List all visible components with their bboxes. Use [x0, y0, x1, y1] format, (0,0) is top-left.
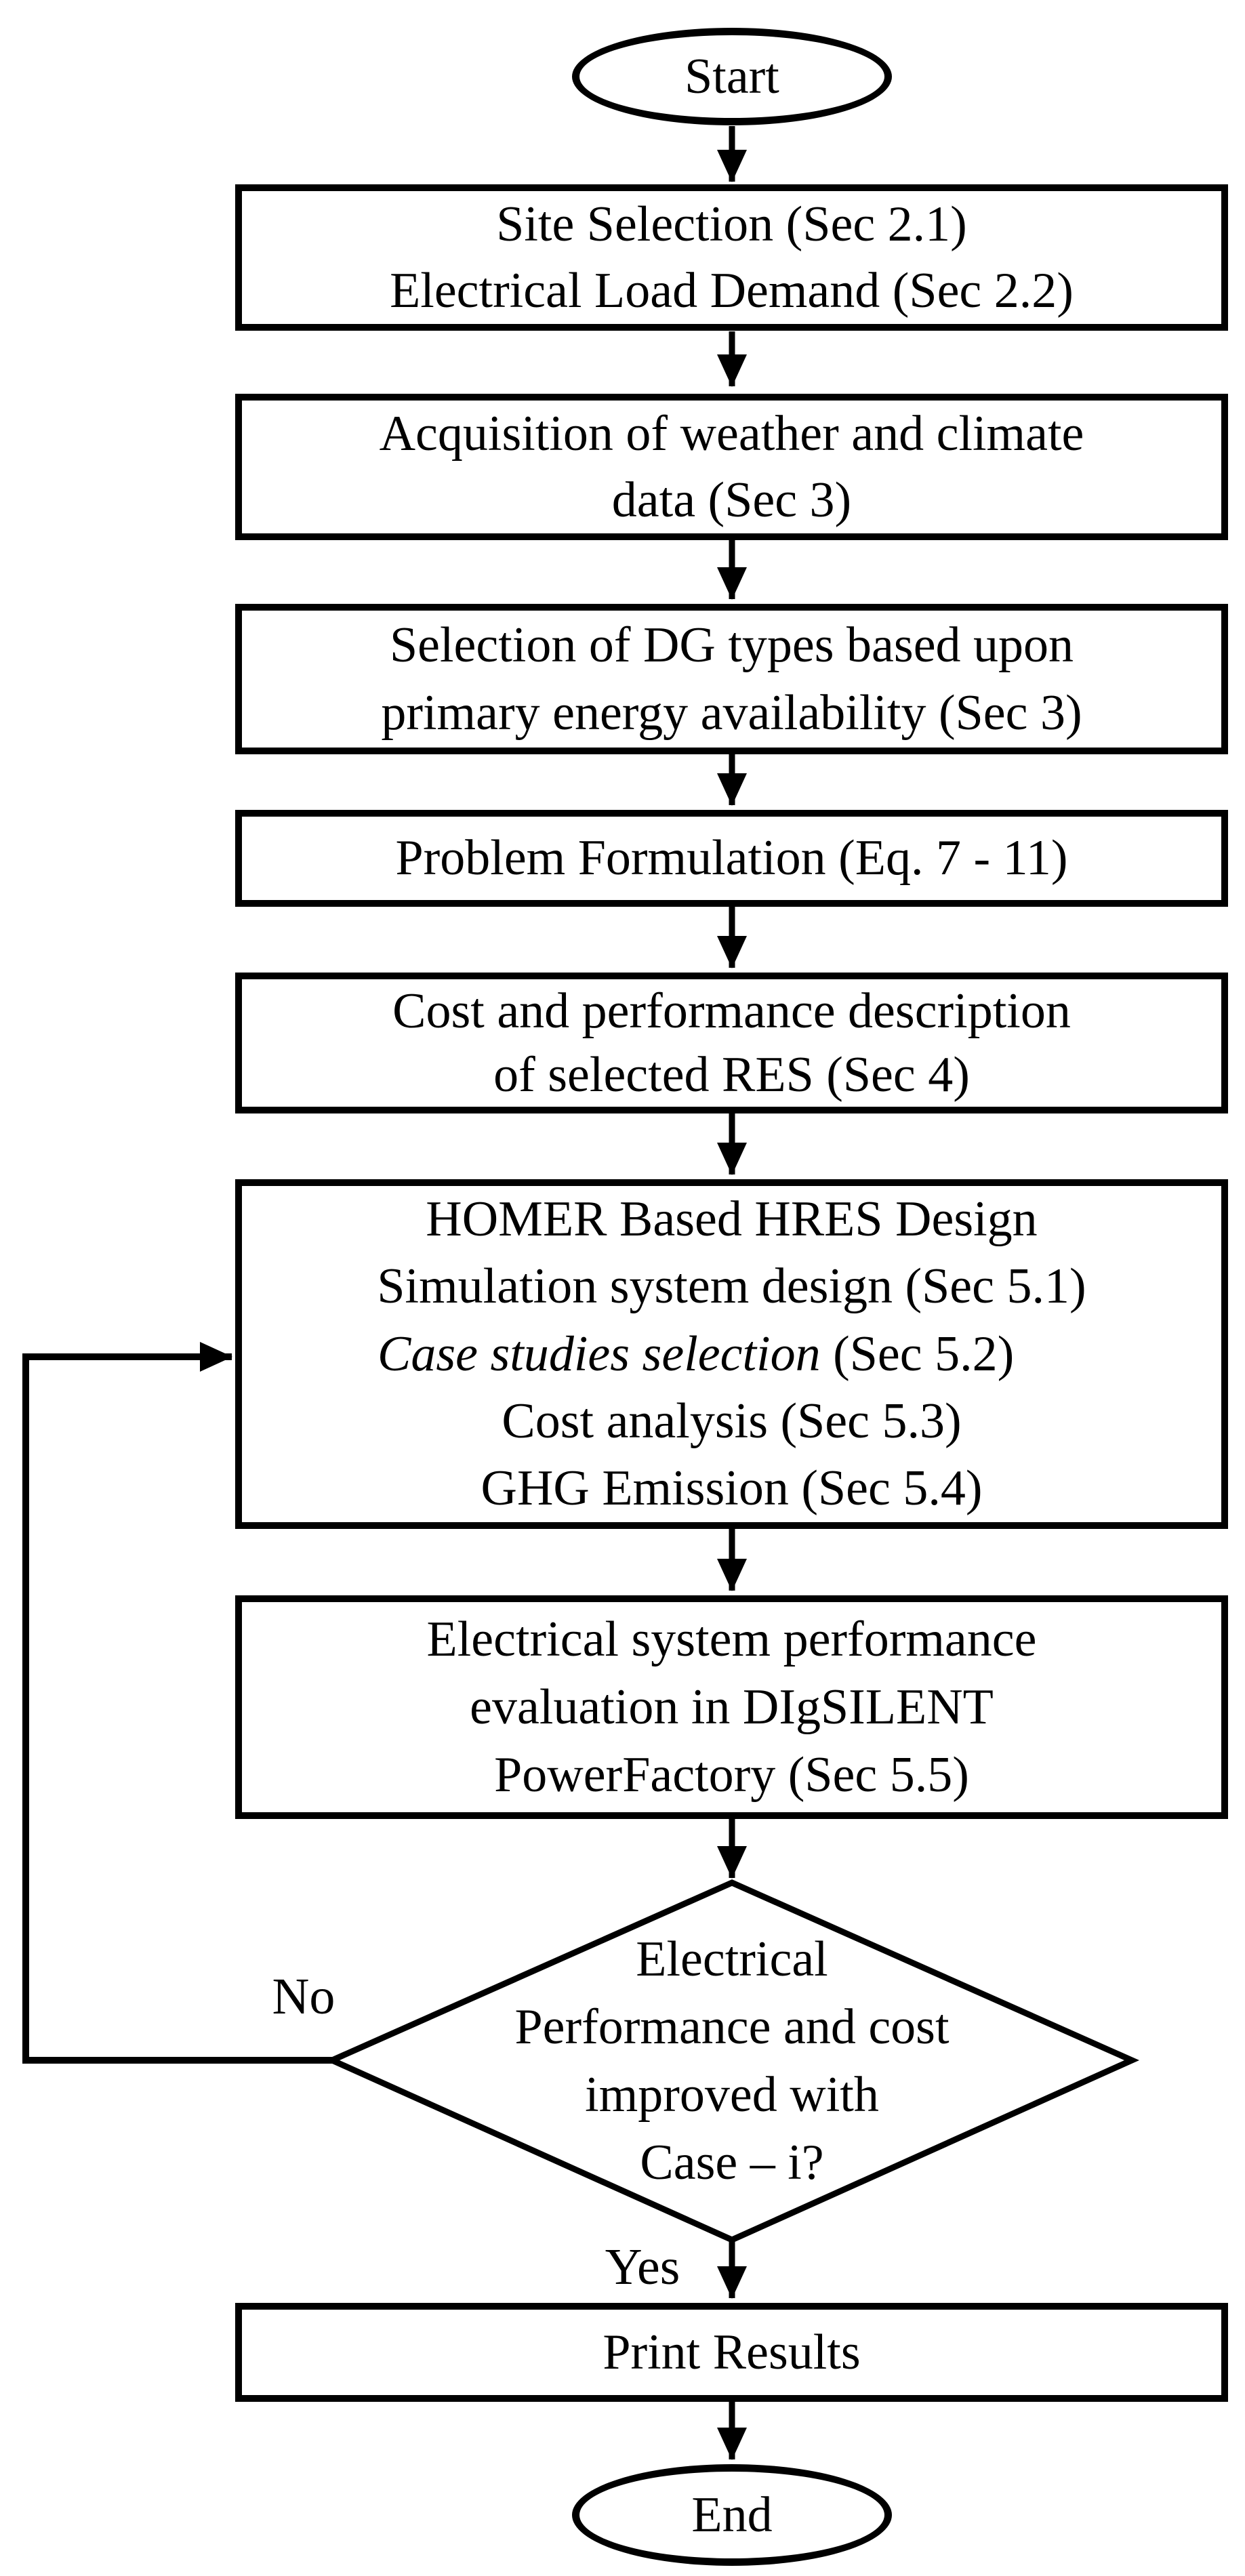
dg-line-1: Selection of DG types based upon	[389, 617, 1074, 673]
end-label: End	[691, 2487, 773, 2543]
site-line-1: Site Selection (Sec 2.1)	[496, 196, 967, 252]
cost-performance-box: Cost and performance description of sele…	[235, 973, 1228, 1113]
homer-design-box: HOMER Based HRES Design Simulation syste…	[235, 1179, 1228, 1529]
weather-line-2: data (Sec 3)	[611, 472, 852, 528]
homer-line-1: HOMER Based HRES Design	[426, 1191, 1038, 1248]
digsilent-line-3: PowerFactory (Sec 5.5)	[494, 1746, 969, 1803]
case-studies-section: (Sec 5.2)	[820, 1326, 1015, 1382]
cost-line-1: Cost and performance description	[392, 983, 1071, 1039]
problem-line-1: Problem Formulation (Eq. 7 - 11)	[395, 830, 1068, 886]
weather-data-box: Acquisition of weather and climate data …	[235, 394, 1228, 540]
decision-text: Electrical Performance and cost improved…	[407, 1925, 1057, 2196]
homer-line-3: Case studies selection (Sec 5.2)	[242, 1320, 1221, 1387]
problem-formulation-box: Problem Formulation (Eq. 7 - 11)	[235, 810, 1228, 907]
decision-line-4: Case – i?	[640, 2134, 824, 2190]
digsilent-line-1: Electrical system performance	[426, 1611, 1037, 1667]
digsilent-evaluation-box: Electrical system performance evaluation…	[235, 1595, 1228, 1819]
homer-line-4: Cost analysis (Sec 5.3)	[502, 1393, 962, 1449]
dg-selection-box: Selection of DG types based upon primary…	[235, 604, 1228, 754]
dg-line-2: primary energy availability (Sec 3)	[381, 684, 1082, 741]
no-edge-label: No	[272, 1967, 335, 2025]
site-line-2: Electrical Load Demand (Sec 2.2)	[390, 262, 1074, 319]
start-terminator: Start	[572, 28, 892, 125]
decision-diamond	[324, 1879, 1140, 2243]
homer-line-2: Simulation system design (Sec 5.1)	[377, 1259, 1086, 1315]
homer-line-5: GHG Emission (Sec 5.4)	[481, 1460, 983, 1516]
end-terminator: End	[572, 2464, 892, 2566]
decision-line-3: improved with	[585, 2066, 879, 2123]
decision-line-2: Performance and cost	[514, 1999, 950, 2055]
weather-line-1: Acquisition of weather and climate	[379, 405, 1084, 462]
no-feedback-line	[22, 1342, 332, 2064]
print-results-box: Print Results	[235, 2303, 1228, 2402]
digsilent-line-2: evaluation in DIgSILENT	[470, 1679, 994, 1735]
case-studies-italic: Case studies selection	[377, 1326, 821, 1382]
cost-line-2: of selected RES (Sec 4)	[493, 1046, 970, 1103]
site-selection-box: Site Selection (Sec 2.1) Electrical Load…	[235, 184, 1228, 331]
start-label: Start	[685, 48, 779, 104]
yes-edge-label: Yes	[605, 2238, 680, 2295]
decision-line-1: Electrical	[636, 1931, 828, 1987]
print-line-1: Print Results	[603, 2324, 861, 2380]
